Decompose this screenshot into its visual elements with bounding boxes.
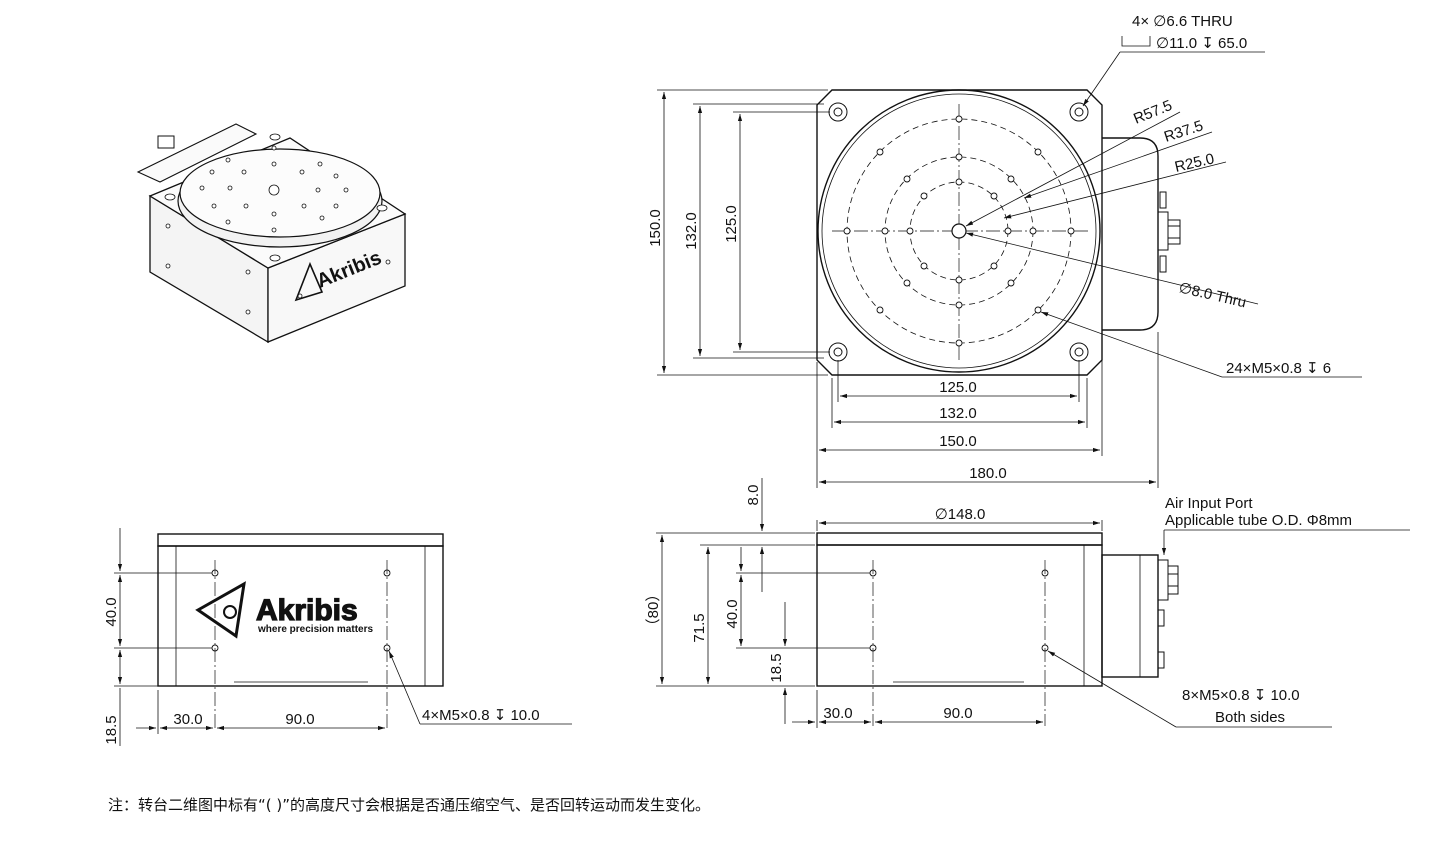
side-holes (869, 569, 1049, 652)
iso-disk-holes (199, 145, 349, 233)
callout-text: R25.0 (1173, 150, 1216, 176)
front-logo: Akribis where precision matters (195, 581, 373, 639)
top-rotary-disk (817, 89, 1101, 373)
dim-text: 30.0 (823, 705, 852, 722)
callout-text: R57.5 (1131, 97, 1174, 128)
callout-text: 8×M5×0.8 ↧ 10.0 (1182, 687, 1300, 704)
dim-text: 71.5 (691, 613, 708, 642)
dim-text: 180.0 (969, 465, 1007, 482)
callout-text: ∅11.0 ↧ 65.0 (1156, 35, 1247, 52)
iso-air-fitting (157, 135, 175, 149)
side-body (816, 544, 1103, 687)
callout-corner-holes: 4× ∅6.6 THRU ∅11.0 ↧ 65.0 (1082, 13, 1265, 107)
dim-text: （80） (645, 587, 662, 634)
dim-text: 40.0 (103, 597, 120, 626)
front-logo-name: Akribis (256, 594, 358, 627)
callout-text: ∅8.0 Thru (1177, 279, 1248, 311)
dim-top-h150: 150.0 (816, 334, 1103, 488)
dim-top-h125: 125.0 (837, 360, 1080, 402)
dim-text: 8.0 (745, 485, 762, 506)
callout-side-holes: 8×M5×0.8 ↧ 10.0 Both sides (1047, 650, 1332, 728)
callout-tapped-holes: 24×M5×0.8 ↧ 6 (1040, 311, 1362, 378)
dim-front-h90: 90.0 (217, 711, 385, 731)
iso-side-housing (136, 123, 258, 183)
callout-text: Applicable tube O.D. Φ8mm (1165, 512, 1352, 529)
front-body (157, 545, 444, 687)
front-view: Akribis where precision matters 40.0 18.… (103, 528, 572, 746)
dim-side-v40: 40.0 (724, 547, 744, 646)
top-body-outline (816, 89, 1103, 376)
callout-text: 24×M5×0.8 ↧ 6 (1226, 360, 1331, 377)
dim-text: 150.0 (939, 433, 977, 450)
dim-top-h180: 180.0 (819, 332, 1159, 488)
callout-center-hole: ∅8.0 Thru (965, 232, 1259, 311)
tapped-holes-24 (843, 115, 1075, 347)
dim-text: 125.0 (723, 205, 740, 243)
dim-text: 90.0 (285, 711, 314, 728)
side-housing (1101, 554, 1159, 678)
dim-front-h30: 30.0 (136, 690, 213, 734)
dim-top-v125: 125.0 (723, 111, 830, 353)
corner-holes-4 (828, 102, 1089, 362)
dim-side-dia148: ∅148.0 (816, 506, 1103, 531)
side-table-plate (816, 532, 1103, 546)
footnote: 注：转台二维图中标有“( )”的高度尺寸会根据是否通压缩空气、是否回转运动而发生… (108, 796, 711, 814)
side-view: （80） 71.5 40.0 8.0 18.5 ∅148.0 (645, 478, 1410, 728)
callout-text: 4×M5×0.8 ↧ 10.0 (422, 707, 540, 724)
dim-text: ∅148.0 (935, 506, 986, 523)
dim-text: 125.0 (939, 379, 977, 396)
dim-text: 30.0 (173, 711, 202, 728)
callout-text: 4× ∅6.6 THRU (1132, 13, 1233, 30)
callout-air-port: Air Input Port Applicable tube O.D. Φ8mm (1161, 495, 1410, 555)
callout-front-holes: 4×M5×0.8 ↧ 10.0 (388, 650, 572, 725)
isometric-view: Akribis (136, 123, 407, 344)
top-side-housing (1102, 137, 1159, 331)
dim-front-v40: 40.0 (103, 528, 123, 646)
callout-text: Both sides (1215, 709, 1285, 726)
top-air-fitting (1157, 191, 1181, 273)
dim-text: 132.0 (939, 405, 977, 422)
dim-side-v71-5: 71.5 (691, 547, 711, 684)
dim-side-h90: 90.0 (875, 705, 1043, 725)
dim-text: 132.0 (683, 212, 700, 250)
dim-text: 90.0 (943, 705, 972, 722)
dim-front-v18-5: 18.5 (103, 650, 123, 746)
dim-top-v132: 132.0 (683, 103, 824, 359)
dim-top-h132: 132.0 (831, 378, 1088, 428)
top-disk-chamfer (821, 93, 1097, 369)
dim-text: 18.5 (103, 715, 120, 744)
callout-text: R37.5 (1162, 117, 1205, 146)
callout-r25: R25.0 (1003, 150, 1227, 219)
dim-text: 150.0 (647, 209, 664, 247)
dim-side-v80: （80） (645, 535, 665, 684)
callout-text: Air Input Port (1165, 495, 1253, 512)
iso-disk-top (179, 148, 381, 238)
dim-text: 18.5 (768, 653, 785, 682)
front-table-plate (157, 533, 444, 547)
iso-corner-holes (164, 133, 388, 262)
top-view: 150.0 132.0 125.0 125.0 132.0 (647, 13, 1362, 488)
dim-top-v150: 150.0 (647, 89, 828, 376)
dim-side-v8: 8.0 (745, 478, 765, 592)
dim-side-v18-5: 18.5 (768, 602, 788, 724)
side-air-fitting (1157, 559, 1179, 669)
iso-face-holes (165, 223, 391, 315)
center-hole (951, 223, 967, 239)
dim-side-h30: 30.0 (792, 690, 871, 728)
dim-text: 40.0 (724, 599, 741, 628)
front-logo-tagline: where precision matters (257, 624, 373, 635)
